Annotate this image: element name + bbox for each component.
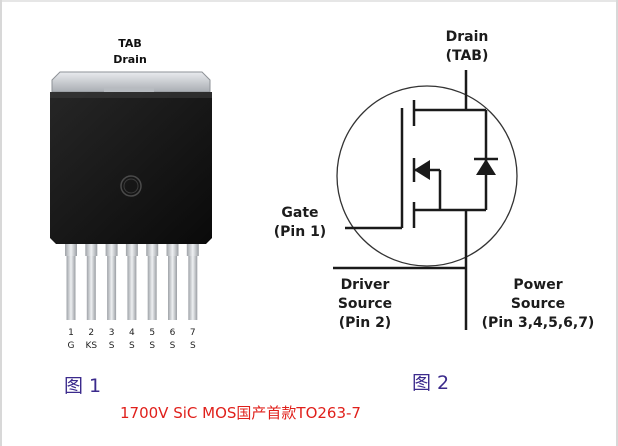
package-leads	[65, 244, 199, 320]
pin-number: 6	[169, 328, 176, 338]
body-diode-icon	[474, 157, 498, 175]
figure-2-label: 图 2	[412, 372, 450, 394]
pin-number: 4	[129, 328, 135, 338]
pin-number: 3	[108, 328, 115, 338]
lead-pin-5	[147, 256, 157, 320]
driver-label-line2: Source	[337, 296, 393, 312]
caption-text: 1700V SiC MOS国产首款TO263-7	[120, 404, 361, 422]
pin-name: S	[129, 341, 135, 351]
pin-number: 2	[88, 328, 95, 338]
lead-shoulder	[166, 244, 179, 256]
power-label-line2: Source	[510, 296, 566, 312]
channel-arrow-icon	[414, 160, 430, 180]
brand-logo-icon	[120, 175, 142, 197]
lead-shoulder	[146, 244, 159, 256]
drain-label: Drain (TAB)	[430, 28, 504, 66]
pin-name: G	[67, 341, 75, 351]
left-border	[0, 0, 2, 446]
power-label-line1: Power	[513, 277, 563, 293]
mosfet-envelope	[336, 85, 518, 267]
power-source-label: Power Source (Pin 3,4,5,6,7)	[474, 276, 602, 333]
drain-label-line2: (TAB)	[445, 48, 489, 64]
gate-label: Gate (Pin 1)	[268, 204, 332, 242]
drain-label-line1: Drain	[445, 29, 489, 45]
driver-source-label: Driver Source (Pin 2)	[330, 276, 400, 333]
gate-label-line2: (Pin 1)	[273, 224, 327, 240]
lead-shoulder	[105, 244, 118, 256]
pin-name: S	[108, 341, 115, 351]
top-border	[0, 0, 618, 2]
lead-pin-1	[66, 256, 76, 320]
lead-shoulder	[85, 244, 98, 256]
tab-label: TAB	[118, 37, 142, 50]
pin-number: 5	[149, 328, 156, 338]
pin-name: S	[149, 341, 156, 351]
lead-shoulder	[186, 244, 199, 256]
lead-pin-3	[107, 256, 117, 320]
pin-number: 7	[189, 328, 196, 338]
pin-name: S	[189, 341, 196, 351]
pin-name: KS	[85, 341, 98, 351]
lead-pin-7	[188, 256, 198, 320]
lead-pin-2	[86, 256, 96, 320]
pin-number: 1	[68, 328, 74, 338]
power-label-line3: (Pin 3,4,5,6,7)	[481, 315, 595, 331]
lead-pin-4	[127, 256, 137, 320]
lead-pin-6	[168, 256, 177, 320]
driver-label-line1: Driver	[340, 277, 390, 293]
package-body	[50, 92, 212, 244]
figure-1-label: 图 1	[64, 375, 102, 397]
tab-drain-label: Drain	[113, 53, 147, 66]
lead-shoulder	[125, 244, 138, 256]
driver-label-line3: (Pin 2)	[338, 315, 392, 331]
pin-name: S	[169, 341, 176, 351]
right-border	[616, 0, 618, 446]
lead-shoulder	[65, 244, 77, 256]
gate-label-line1: Gate	[281, 205, 319, 221]
